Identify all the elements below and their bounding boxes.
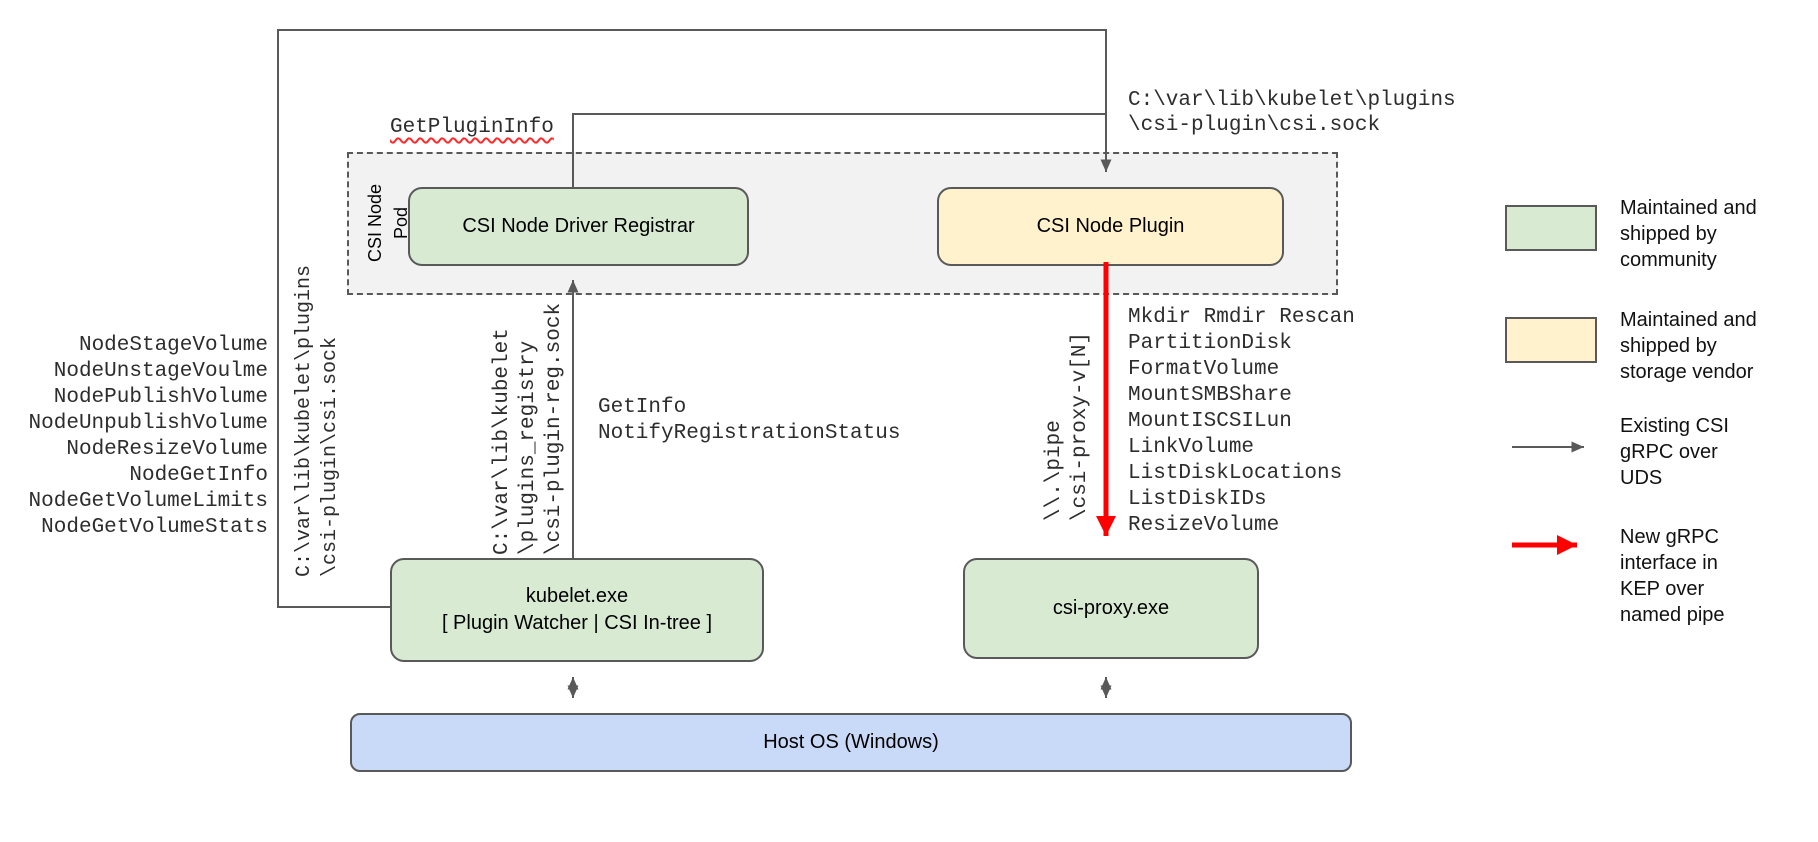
proxy-call-item: ListDiskLocations — [1128, 462, 1343, 485]
node-call-item: NodeStageVolume — [78, 334, 268, 357]
legend-label-community: Maintained and shipped by community — [1620, 197, 1757, 271]
proxy-call-item: FormatVolume — [1128, 358, 1280, 381]
legend-swatch-community — [1505, 205, 1597, 251]
node-call-item: NodeUnstageVoulme — [53, 360, 268, 383]
csi-node-driver-registrar-label: CSI Node Driver Registrar — [462, 215, 695, 237]
legend-label-uds: Existing CSI gRPC over UDS — [1620, 415, 1729, 489]
legend-label-named-pipe: New gRPC interface in KEP over named pip… — [1620, 526, 1725, 626]
host-os-box: Host OS (Windows) — [350, 713, 1352, 772]
node-call-item: NodeGetVolumeLimits — [28, 490, 268, 513]
csi-node-plugin-label: CSI Node Plugin — [1036, 215, 1185, 237]
node-call-item: NodeUnpublishVolume — [28, 412, 268, 435]
csi-sock-path-top-label: C:\var\lib\kubelet\plugins \csi-plugin\c… — [1128, 89, 1456, 137]
csi-node-pod-label: CSI Node Pod — [365, 183, 411, 263]
registry-sock-path-label: C:\var\lib\kubelet \plugins_registry \cs… — [491, 302, 566, 555]
kubelet-label: kubelet.exe [ Plugin Watcher | CSI In-tr… — [441, 585, 713, 634]
legend-swatch-vendor — [1505, 317, 1597, 363]
proxy-call-item: LinkVolume — [1128, 436, 1255, 459]
proxy-call-item: MountSMBShare — [1128, 384, 1292, 407]
node-call-item: NodeGetVolumeStats — [41, 516, 268, 539]
csi-proxy-label: csi-proxy.exe — [1052, 597, 1170, 619]
proxy-call-item: Mkdir Rmdir Rescan — [1128, 306, 1355, 329]
node-call-item: NodePublishVolume — [53, 386, 268, 409]
proxy-call-item: ResizeVolume — [1128, 514, 1280, 537]
csi-sock-path-side-label: C:\var\lib\kubelet\plugins \csi-plugin\c… — [293, 264, 342, 577]
named-pipe-path-label: \\.\pipe \csi-proxy-v[N] — [1043, 331, 1092, 521]
registration-calls-label: GetInfo NotifyRegistrationStatus — [598, 396, 901, 445]
proxy-calls-list: Mkdir Rmdir Rescan PartitionDisk FormatV… — [1128, 305, 1355, 539]
proxy-call-item: ListDiskIDs — [1128, 488, 1267, 511]
csi-node-driver-registrar-box: CSI Node Driver Registrar — [408, 187, 749, 266]
host-os-label: Host OS (Windows) — [763, 731, 939, 753]
proxy-call-item: PartitionDisk — [1128, 332, 1292, 355]
proxy-call-item: MountISCSILun — [1128, 410, 1292, 433]
node-call-item: NodeGetInfo — [129, 464, 268, 487]
get-plugin-info-label: GetPluginInfo — [390, 116, 554, 139]
legend-label-vendor: Maintained and shipped by storage vendor — [1620, 309, 1757, 383]
node-calls-list: NodeStageVolume NodeUnstageVoulme NodePu… — [10, 333, 268, 541]
csi-node-plugin-box: CSI Node Plugin — [937, 187, 1284, 266]
csi-proxy-box: csi-proxy.exe — [963, 558, 1259, 659]
node-call-item: NodeResizeVolume — [66, 438, 268, 461]
kubelet-box: kubelet.exe [ Plugin Watcher | CSI In-tr… — [390, 558, 764, 662]
